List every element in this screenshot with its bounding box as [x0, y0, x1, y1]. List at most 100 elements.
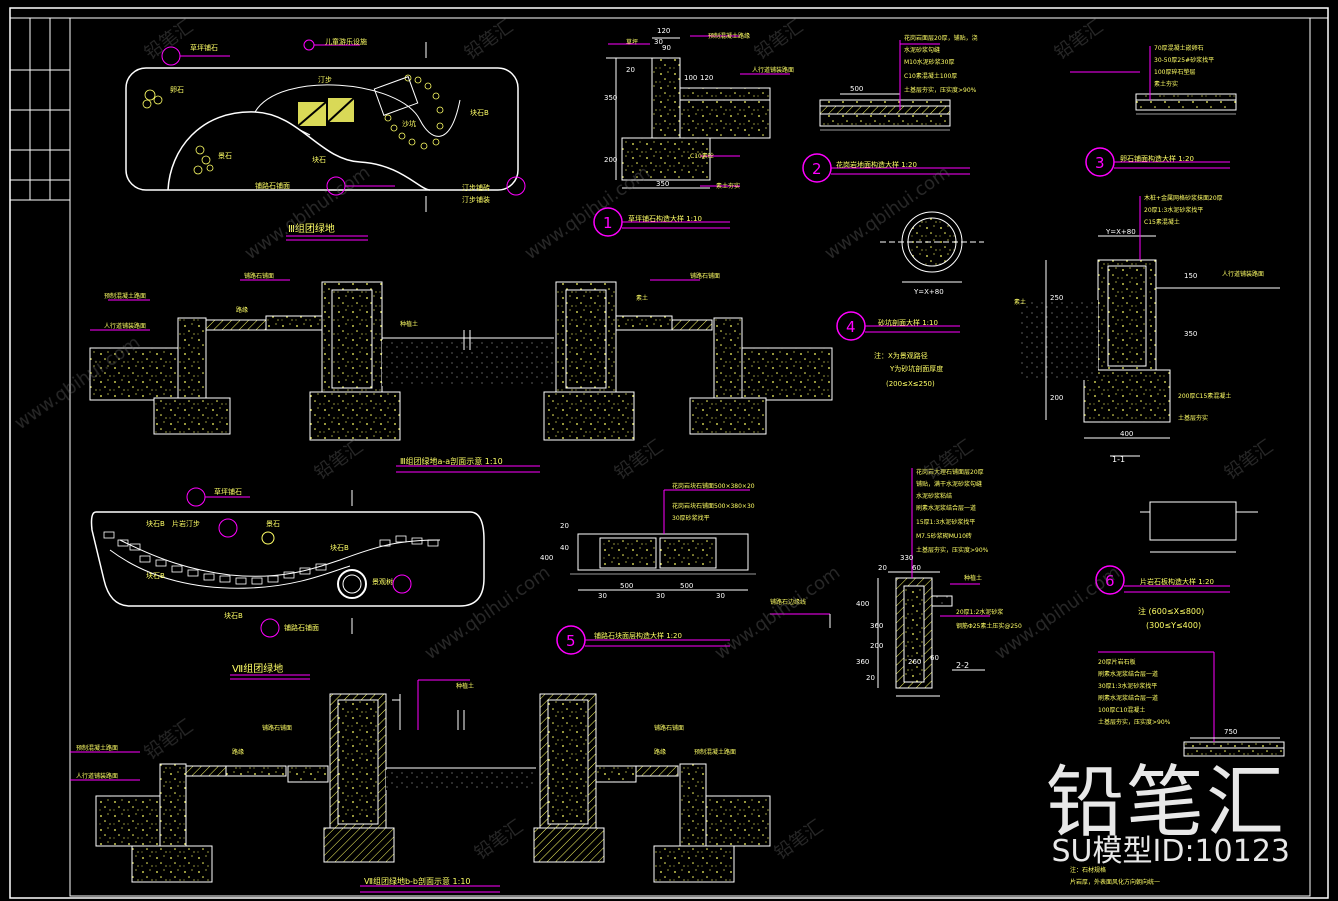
watermark-tile-15: 铅笔汇 [471, 816, 527, 864]
detail-4-number: 4 [846, 318, 856, 336]
detail-6-number: 6 [1105, 572, 1115, 590]
section-b-b-label-5: 铺路石铺面 [654, 724, 684, 732]
section-2-2-label-9: 钢筋Φ25素土压实@250 [956, 622, 1022, 630]
section-1-1-label-1: 20厚1:3水泥砂浆找平 [1144, 206, 1203, 214]
watermark-tile-6: 铅笔汇 [1051, 16, 1107, 64]
section-a-a-label-0: 铺路石铺面 [244, 272, 274, 280]
detail-2-granite [802, 40, 970, 183]
plan-7-label-4: 块石B [330, 543, 349, 552]
section-b-b-label-0: 预制混凝土路面 [76, 744, 118, 752]
detail-3-pebble [1070, 46, 1237, 177]
detail-5-note-2: 30厚砂浆找平 [672, 514, 710, 522]
watermark-tile-11: 铅笔汇 [921, 436, 977, 484]
detail-2-note-2: M10水泥砂浆30厚 [904, 58, 954, 66]
detail-6-layer-0: 20厚片岩石板 [1098, 658, 1136, 666]
section-1-1-label-0: 木桩+金属网格砂浆抹面20厚 [1144, 194, 1223, 202]
section-2-2-title: 2-2 [956, 661, 969, 670]
detail-1-dim-4: 100 [684, 74, 697, 82]
plan-7-label-0: 草坪铺石 [214, 487, 242, 496]
section-a-a-label-2: 预制混凝土路面 [104, 292, 146, 300]
section-2-2-dim-6: 360 [856, 658, 869, 666]
detail-1-title: 草坪铺石构造大样 1:10 [628, 214, 702, 223]
section-2-2-label-8: 20厚1:2水泥砂浆 [956, 608, 1003, 616]
detail-5-dim-4: 30 [716, 592, 725, 600]
section-1-1-dim-2: 350 [1184, 330, 1197, 338]
detail-2-note-4: 土基层夯实，压实度>90% [904, 86, 977, 94]
plan-3-label-1: 儿童游乐设施 [325, 37, 367, 46]
section-2-2-label-0: 花岗岩大理石铺面层20厚 [916, 468, 984, 476]
title-strip [10, 17, 1328, 201]
section-2-2-label-2: 水泥砂浆粘结 [916, 492, 952, 500]
detail-6-note-1: (300≤Y≤400) [1146, 621, 1201, 630]
detail-4-note-1: Y为砂坑剖面厚度 [889, 364, 943, 373]
plan-3-label-3: 沙坑 [402, 119, 416, 128]
section-2-2-dim-2: 60 [912, 564, 921, 572]
section-1-1-dim-5: 400 [1120, 430, 1133, 438]
section-1-1-title: 1-1 [1112, 455, 1125, 464]
watermark-tile-14: 铅笔汇 [141, 716, 197, 764]
detail-5-dim-0: 500 [620, 582, 633, 590]
detail-5-dim-3: 30 [656, 592, 665, 600]
detail-1-label-2: C10素砼 [690, 152, 714, 160]
detail-6-dim-0: 750 [1224, 728, 1237, 736]
plan-7-label-6: 景观树 [372, 577, 393, 586]
watermark-tile-1: www.qbihui.com [241, 162, 374, 264]
detail-6-title: 片岩石板构造大样 1:20 [1140, 577, 1214, 586]
detail-1-label-4: 草坪 [626, 38, 638, 46]
section-2-2-label-1: 铺贴，满干水泥砂浆勾缝 [916, 480, 982, 488]
detail-6-layer-3: 刷素水泥浆结合层一道 [1098, 694, 1158, 702]
section-2-2-label-10: 铺路石边缘线 [770, 598, 806, 606]
detail-6-footnote-0: 注：石材规格 [1070, 866, 1106, 874]
detail-1-label-3: 素土夯实 [716, 182, 740, 190]
watermark-tile-10: www.qbihui.com [711, 562, 844, 664]
watermark-model-id: SU模型ID:10123 [1051, 834, 1291, 869]
detail-4-note-0: 注：X为景观路径 [874, 351, 928, 360]
watermark-tile-8: www.qbihui.com [421, 562, 554, 664]
section-2-2-label-6: 土基层夯实，压实度>90% [916, 546, 989, 554]
plan-7-label-2: 片岩汀步 [172, 519, 200, 528]
detail-1-dim-2: 90 [662, 44, 671, 52]
section-2-2-dim-8: 60 [930, 654, 939, 662]
section-2-2-dim-7: 260 [908, 658, 921, 666]
detail-1-dim-3: 20 [626, 66, 635, 74]
detail-4-dim-0: Y=X+80 [913, 288, 944, 296]
detail-1-dim-7: 200 [604, 156, 617, 164]
plan-7-label-3: 景石 [266, 520, 280, 528]
plan-7-label-5: 块石B [146, 571, 165, 580]
plan-3-label-4: 卵石 [170, 85, 184, 94]
section-b-b-label-4: 种植土 [456, 682, 474, 690]
detail-5-dim-7: 40 [560, 544, 569, 552]
detail-5-dim-5: 20 [560, 522, 569, 530]
detail-3-note-0: 70厚混凝土嵌卵石 [1154, 44, 1204, 52]
section-a-a [89, 279, 833, 473]
section-2-2-dim-9: 20 [866, 674, 875, 682]
plan-7-title: Ⅶ组团绿地 [232, 662, 283, 675]
section-b-b-label-2: 路缘 [232, 748, 244, 756]
section-1-1-label-4: 素土 [1014, 298, 1026, 306]
plan-7-label-1: 块石B [146, 519, 165, 528]
detail-3-note-2: 100厚碎石垫层 [1154, 68, 1195, 76]
detail-3-note-3: 素土夯实 [1154, 80, 1178, 88]
detail-1-dim-0: 120 [657, 27, 670, 35]
section-b-b-label-7: 预制混凝土路面 [694, 748, 736, 756]
section-1-1-label-3: 人行道铺装路面 [1222, 270, 1264, 278]
detail-6-layer-1: 刷素水泥浆结合层一道 [1098, 670, 1158, 678]
watermark-tile-0: 铅笔汇 [141, 16, 197, 64]
plan-3-title: Ⅲ组团绿地 [288, 222, 335, 235]
detail-2-note-1: 水泥砂浆勾缝 [904, 46, 940, 54]
detail-3-note-1: 30-50厚25#砂浆找平 [1154, 56, 1214, 64]
watermark-tile-7: 铅笔汇 [311, 436, 367, 484]
watermark-logo: 铅笔汇 [1045, 758, 1286, 848]
page-frame [9, 7, 1329, 899]
plan-3-garden [125, 39, 526, 212]
section-b-b-label-6: 路缘 [654, 748, 666, 756]
section-2-2-dim-0: 330 [900, 554, 913, 562]
detail-6-note-0: 注 (600≤X≤800) [1138, 606, 1204, 616]
plan-7-label-8: 铺路石铺面 [284, 623, 319, 632]
detail-1-dim-6: 350 [604, 94, 617, 102]
detail-5-dim-6: 400 [540, 554, 553, 562]
section-1-1-dim-1: 150 [1184, 272, 1197, 280]
section-1-1-dim-0: Y=X+80 [1105, 228, 1136, 236]
section-1-1-label-6: 土基层夯实 [1178, 414, 1208, 422]
section-1-1-label-2: C15素混凝土 [1144, 218, 1180, 226]
